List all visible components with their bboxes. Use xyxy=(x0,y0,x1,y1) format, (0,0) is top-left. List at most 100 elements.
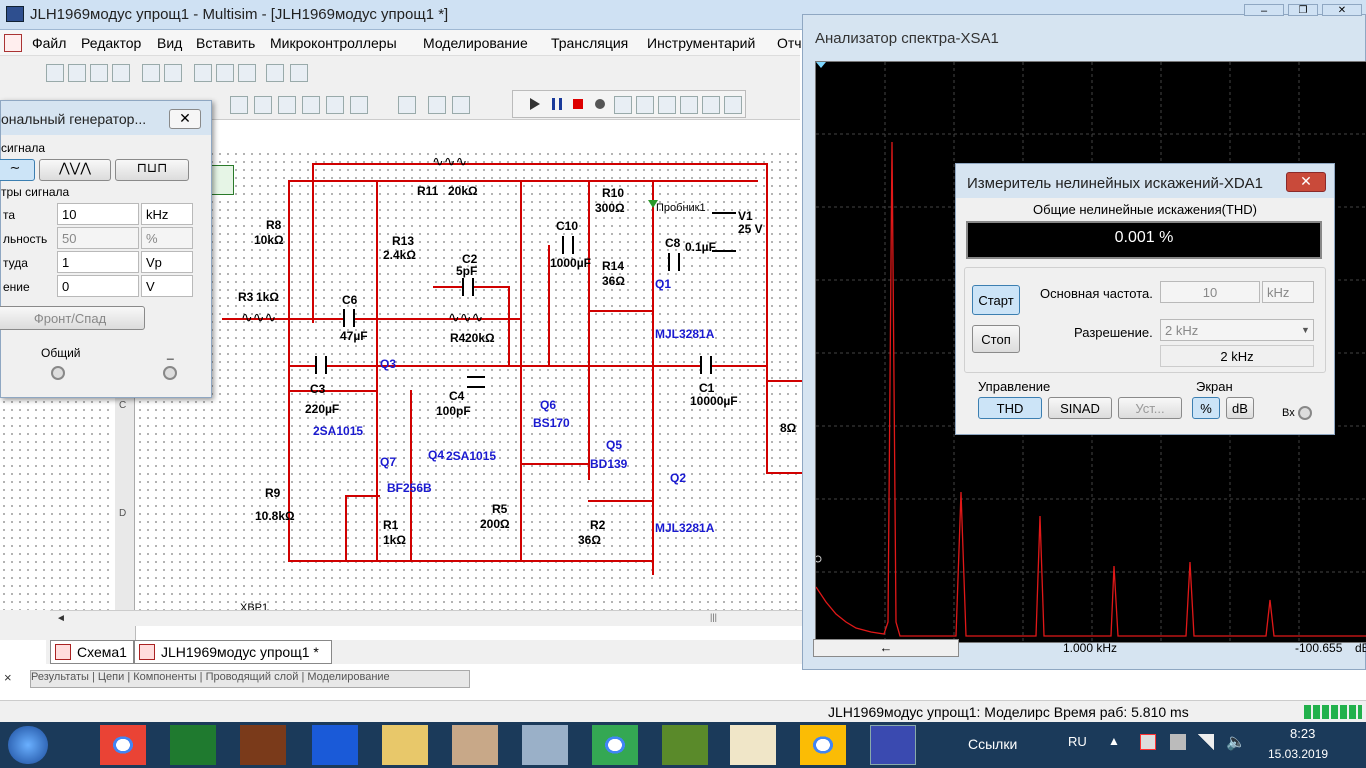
language-indicator[interactable]: RU xyxy=(1068,734,1087,749)
db-button[interactable]: dB xyxy=(1226,397,1254,419)
run-icon[interactable] xyxy=(530,98,540,110)
resistor-r3[interactable]: ∿∿∿ xyxy=(241,309,277,325)
antenna-icon[interactable] xyxy=(302,96,320,114)
stop-button[interactable]: Стоп xyxy=(972,325,1020,353)
menu-simulate[interactable]: Моделирование xyxy=(423,35,528,51)
explorer-icon[interactable] xyxy=(382,725,428,765)
function-generator-symbol[interactable] xyxy=(210,165,234,195)
cursor-left-button[interactable]: ← xyxy=(813,639,959,657)
stop-icon[interactable] xyxy=(573,99,583,109)
close-panel-icon[interactable]: × xyxy=(4,670,12,685)
offset-unit[interactable]: V xyxy=(141,275,193,297)
triangle-wave-button[interactable]: ⋀⋁⋀ xyxy=(39,159,111,181)
menu-edit[interactable]: Редактор xyxy=(81,35,142,51)
start-icon[interactable] xyxy=(8,726,48,764)
amplitude-field[interactable]: 1 xyxy=(57,251,139,273)
resistor-r11[interactable]: ∿∿∿ xyxy=(432,153,468,169)
minimize-icon[interactable]: – xyxy=(1244,4,1284,17)
settings-button[interactable]: Уст... xyxy=(1118,397,1182,419)
resolution-select[interactable]: 2 kHz xyxy=(1160,319,1314,341)
chrome-icon[interactable] xyxy=(100,725,146,765)
frequency-field[interactable]: 10 xyxy=(57,203,139,225)
component-icon[interactable] xyxy=(230,96,248,114)
capacitor-c8[interactable] xyxy=(668,253,680,271)
indicator-icon[interactable] xyxy=(278,96,296,114)
bus-icon[interactable] xyxy=(452,96,470,114)
print-icon[interactable] xyxy=(142,64,160,82)
capacitor-c6[interactable] xyxy=(343,309,355,327)
close-icon[interactable]: ✕ xyxy=(169,109,201,129)
cut-icon[interactable] xyxy=(194,64,212,82)
links-label[interactable]: Ссылки xyxy=(968,736,1018,752)
capacitor-c2[interactable] xyxy=(462,278,474,296)
new-file-icon[interactable] xyxy=(46,64,64,82)
sinad-mode-button[interactable]: SINAD xyxy=(1048,397,1112,419)
open-sample-icon[interactable] xyxy=(90,64,108,82)
start-button[interactable]: Старт xyxy=(972,285,1020,315)
menu-tools[interactable]: Инструментарий xyxy=(647,35,756,51)
menu-file[interactable]: Файл xyxy=(32,35,67,51)
step-out-icon[interactable] xyxy=(658,96,676,114)
paste-icon[interactable] xyxy=(238,64,256,82)
close-icon[interactable]: ✕ xyxy=(1286,172,1326,192)
notepad-icon[interactable] xyxy=(730,725,776,765)
mcu-icon[interactable] xyxy=(350,96,368,114)
horizontal-scrollbar[interactable]: ◄ ||| xyxy=(50,610,802,626)
sine-wave-button[interactable]: ∼ xyxy=(0,159,35,181)
restore-icon[interactable]: ❐ xyxy=(1288,4,1318,16)
tray-expand-icon[interactable]: ▲ xyxy=(1108,734,1120,748)
scroll-grip[interactable]: ||| xyxy=(710,612,718,622)
window-close-icon[interactable]: ✕ xyxy=(1322,4,1362,16)
duty-cycle-unit[interactable]: % xyxy=(141,227,193,249)
calculator-icon[interactable] xyxy=(522,725,568,765)
offset-field[interactable]: 0 xyxy=(57,275,139,297)
breakpoint-icon[interactable] xyxy=(595,99,605,109)
clock-time[interactable]: 8:23 xyxy=(1290,726,1316,741)
multisim-taskbar-icon[interactable] xyxy=(870,725,916,765)
duty-cycle-field[interactable]: 50 xyxy=(57,227,139,249)
battery-v1[interactable] xyxy=(712,212,736,252)
volume-icon[interactable]: 🔈 xyxy=(1226,734,1246,751)
flag-icon[interactable] xyxy=(1140,734,1156,750)
tab-schema1[interactable]: Схема1 xyxy=(50,640,134,664)
capacitor-c3[interactable] xyxy=(315,356,327,374)
open-folder-icon[interactable] xyxy=(68,64,86,82)
fundamental-frequency-unit[interactable]: kHz xyxy=(1262,281,1314,303)
frequency-unit[interactable]: kHz xyxy=(141,203,193,225)
redo-icon[interactable] xyxy=(290,64,308,82)
copy-icon[interactable] xyxy=(216,64,234,82)
scroll-left-icon[interactable]: ◄ xyxy=(56,613,66,624)
usb-icon[interactable] xyxy=(1170,734,1186,750)
save-icon[interactable] xyxy=(112,64,130,82)
input-terminal-icon[interactable] xyxy=(1298,406,1312,420)
rise-fall-button[interactable]: Фронт/Спад xyxy=(0,306,145,330)
menu-transfer[interactable]: Трансляция xyxy=(551,35,629,51)
capacitor-c10[interactable] xyxy=(562,236,574,254)
connector-icon[interactable] xyxy=(326,96,344,114)
common-terminal-icon[interactable] xyxy=(51,366,65,380)
windows-app-icon[interactable] xyxy=(312,725,358,765)
document-icon[interactable] xyxy=(4,34,22,52)
circuit-app-icon[interactable] xyxy=(662,725,708,765)
print-preview-icon[interactable] xyxy=(164,64,182,82)
clock-date[interactable]: 15.03.2019 xyxy=(1268,747,1329,761)
tab-jlh1969[interactable]: JLH1969модус упрощ1 * xyxy=(134,640,332,664)
square-wave-button[interactable]: ⊓⊔⊓ xyxy=(115,159,189,181)
pause-icon[interactable] xyxy=(552,98,562,110)
app-icon[interactable] xyxy=(170,725,216,765)
percent-button[interactable]: % xyxy=(1192,397,1220,419)
step-over-icon[interactable] xyxy=(636,96,654,114)
ladder-icon[interactable] xyxy=(398,96,416,114)
network-icon[interactable] xyxy=(1198,734,1214,750)
capacitor-c4[interactable] xyxy=(467,376,485,388)
fundamental-frequency-field[interactable]: 10 xyxy=(1160,281,1260,303)
misc-component-icon[interactable] xyxy=(254,96,272,114)
probe-icon[interactable] xyxy=(648,200,658,208)
minus-terminal-icon[interactable] xyxy=(163,366,177,380)
hierarchy-icon[interactable] xyxy=(428,96,446,114)
run-to-cursor-icon[interactable] xyxy=(680,96,698,114)
undo-icon[interactable] xyxy=(266,64,284,82)
capacitor-c1[interactable] xyxy=(700,356,712,374)
toggle-breakpoint-icon[interactable] xyxy=(702,96,720,114)
amplitude-unit[interactable]: Vp xyxy=(141,251,193,273)
